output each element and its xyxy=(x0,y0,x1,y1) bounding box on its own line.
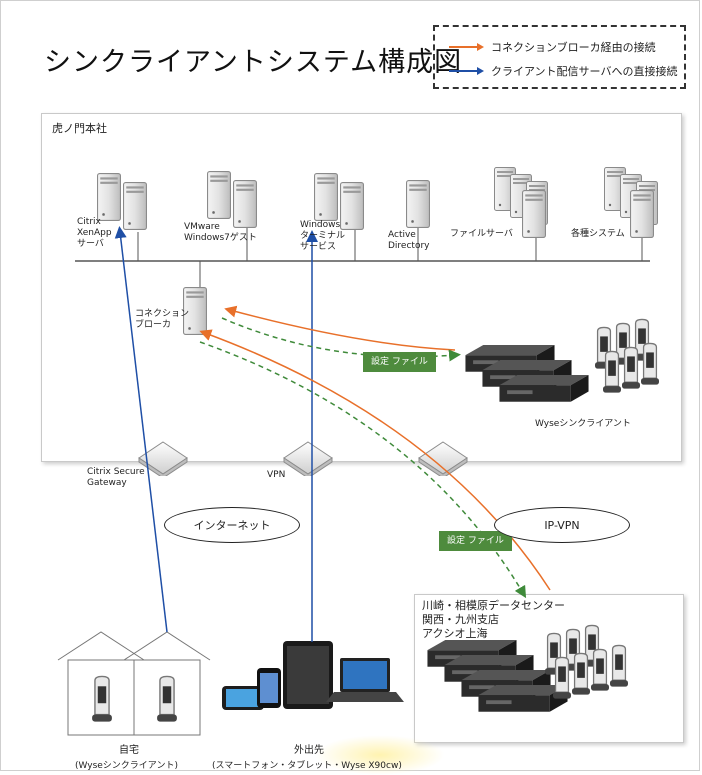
label-home-sub: (Wyseシンクライアント) xyxy=(75,761,178,771)
legend-label-direct: クライアント配信サーバへの直接接続 xyxy=(491,65,678,78)
internet-cloud: インターネット xyxy=(164,507,300,543)
page-title: シンクライアントシステム構成図 xyxy=(44,47,463,78)
label-active-directory: Active Directory xyxy=(388,230,430,251)
label-wyse-thin-client: Wyseシンクライアント xyxy=(535,419,631,429)
systems-server-icon xyxy=(604,167,658,238)
broker-link-datacenter xyxy=(199,329,551,591)
datacenter-thin-client-icon xyxy=(427,624,628,712)
hq-region xyxy=(41,113,682,462)
vpn-gateway-icon xyxy=(283,441,333,476)
label-file-server: ファイルサーバ xyxy=(450,229,513,239)
blue-arrow-icon xyxy=(449,67,484,75)
label-ipvpn: IP-VPN xyxy=(544,518,580,532)
label-mobile-sub: (スマートフォン・タブレット・Wyse X90cw) xyxy=(212,761,402,771)
label-citrix-secure-gateway: Citrix Secure Gateway xyxy=(87,467,145,488)
label-mobile: 外出先 xyxy=(294,745,324,756)
legend-item-broker: コネクションブローカ経由の接続 xyxy=(447,39,656,55)
datacenter-line-1: 川崎・相模原データセンター xyxy=(422,599,565,612)
datacenter-line-2: 関西・九州支店 xyxy=(422,613,499,626)
direct-link-home xyxy=(114,226,168,633)
ipvpn-cloud: IP-VPN xyxy=(494,507,630,543)
label-home: 自宅 xyxy=(119,745,139,756)
datacenter-line-3: アクシオ上海 xyxy=(422,627,488,640)
settings-link-datacenter xyxy=(199,341,527,599)
label-citrix-xenapp: Citrix XenApp サーバ xyxy=(77,217,112,249)
label-internet: インターネット xyxy=(193,519,271,532)
settings-file-badge-hq: 設定 ファイル xyxy=(363,352,436,372)
broker-link-hq-clients xyxy=(224,305,456,351)
settings-file-badge-datacenter: 設定 ファイル xyxy=(439,531,512,551)
legend: コネクションブローカ経由の接続 クライアント配信サーバへの直接接続 xyxy=(433,25,686,89)
hq-thin-client-stack-icon xyxy=(465,318,659,402)
settings-link-hq xyxy=(221,317,461,362)
hq-label: 虎ノ門本社 xyxy=(52,122,107,135)
orange-arrow-icon xyxy=(449,43,484,51)
ipvpn-router-icon xyxy=(418,441,468,476)
active-directory-server-icon xyxy=(406,180,430,228)
label-vpn: VPN xyxy=(267,470,286,480)
mobile-devices-icon xyxy=(222,641,404,710)
label-vmware: VMware Windows7ゲスト xyxy=(184,222,257,243)
file-server-icon xyxy=(494,167,548,238)
legend-label-broker: コネクションブローカ経由の接続 xyxy=(491,41,656,54)
home-thin-client-icon xyxy=(92,675,112,723)
home-thin-client-icon-2 xyxy=(157,675,177,723)
home-house-icon xyxy=(57,631,211,736)
vmware-server-icon xyxy=(207,171,257,228)
label-connection-broker: コネクション ブローカ xyxy=(135,309,190,330)
label-various-systems: 各種システム xyxy=(571,229,625,239)
legend-item-direct: クライアント配信サーバへの直接接続 xyxy=(447,63,677,79)
decorative-glow xyxy=(315,735,445,775)
label-terminal-service: Windows ターミナル サービス xyxy=(300,220,346,252)
